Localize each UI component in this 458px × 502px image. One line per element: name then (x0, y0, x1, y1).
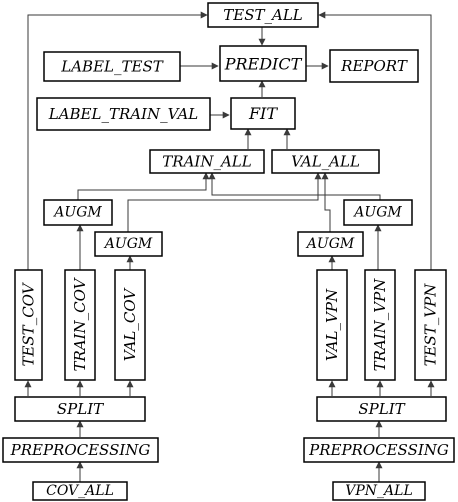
node-predict-label: PREDICT (224, 55, 303, 74)
node-augm-train-vpn: AUGM (343, 199, 413, 226)
node-split-cov: SPLIT (14, 396, 146, 422)
node-augm-train-cov: AUGM (43, 199, 113, 226)
node-train-cov: TRAIN_COV (64, 269, 96, 381)
node-augm-val-vpn: AUGM (297, 231, 364, 257)
node-label-test-label: LABEL_TEST (60, 58, 163, 76)
node-label-test: LABEL_TEST (43, 51, 181, 82)
node-train-vpn: TRAIN_VPN (364, 269, 396, 381)
node-augm-val-cov-label: AUGM (103, 236, 153, 252)
node-augm-train-cov-label: AUGM (52, 205, 102, 221)
edge-augm-train-cov-to-train-all (77, 172, 210, 200)
node-label-train-val-label: LABEL_TRAIN_VAL (48, 105, 199, 123)
node-split-cov-label: SPLIT (57, 400, 104, 418)
node-test-vpn-label: TEST_VPN (422, 283, 440, 367)
node-predict: PREDICT (219, 45, 307, 82)
node-cov-all: COV_ALL (32, 481, 128, 501)
node-augm-val-vpn-label: AUGM (305, 236, 355, 252)
edge-augm-val-vpn-to-val-all (321, 172, 331, 232)
node-fit: FIT (230, 97, 296, 130)
node-train-cov-label: TRAIN_COV (71, 276, 89, 371)
node-train-vpn-label: TRAIN_VPN (371, 278, 389, 372)
node-val-all-label: VAL_ALL (291, 153, 360, 171)
node-preprocessing-cov: PREPROCESSING (2, 437, 159, 463)
node-report-label: REPORT (340, 57, 408, 75)
node-val-cov-label: VAL_COV (121, 287, 139, 362)
node-vpn-all-label: VPN_ALL (345, 483, 412, 499)
edge-augm-train-vpn-to-train-all (208, 172, 381, 200)
edge-augm-val-cov-to-val-all (127, 172, 322, 232)
node-vpn-all: VPN_ALL (332, 481, 426, 501)
node-test-cov: TEST_COV (14, 269, 43, 381)
node-cov-all-label: COV_ALL (46, 483, 114, 499)
node-split-vpn-label: SPLIT (358, 400, 405, 418)
node-val-cov: VAL_COV (114, 269, 146, 381)
edge-test-vpn-to-test-all (318, 11, 432, 270)
node-augm-train-vpn-label: AUGM (352, 205, 402, 221)
node-report: REPORT (329, 49, 419, 83)
edge-test-cov-to-test-all (27, 11, 208, 270)
node-fit-label: FIT (248, 104, 278, 123)
node-preprocessing-cov-label: PREPROCESSING (10, 441, 151, 459)
node-train-all: TRAIN_ALL (149, 149, 265, 174)
node-augm-val-cov: AUGM (94, 231, 163, 257)
node-test-all: TEST_ALL (207, 2, 319, 28)
node-test-vpn: TEST_VPN (414, 269, 447, 381)
node-label-train-val: LABEL_TRAIN_VAL (36, 97, 211, 131)
node-test-cov-label: TEST_COV (20, 281, 38, 366)
node-preprocessing-vpn: PREPROCESSING (303, 437, 455, 463)
node-val-vpn: VAL_VPN (316, 269, 348, 381)
node-split-vpn: SPLIT (316, 396, 447, 422)
edges (24, 11, 435, 482)
node-preprocessing-vpn-label: PREPROCESSING (308, 441, 449, 459)
node-train-all-label: TRAIN_ALL (162, 153, 251, 171)
node-test-all-label: TEST_ALL (223, 6, 303, 24)
node-val-vpn-label: VAL_VPN (323, 288, 341, 361)
node-val-all: VAL_ALL (271, 149, 380, 174)
